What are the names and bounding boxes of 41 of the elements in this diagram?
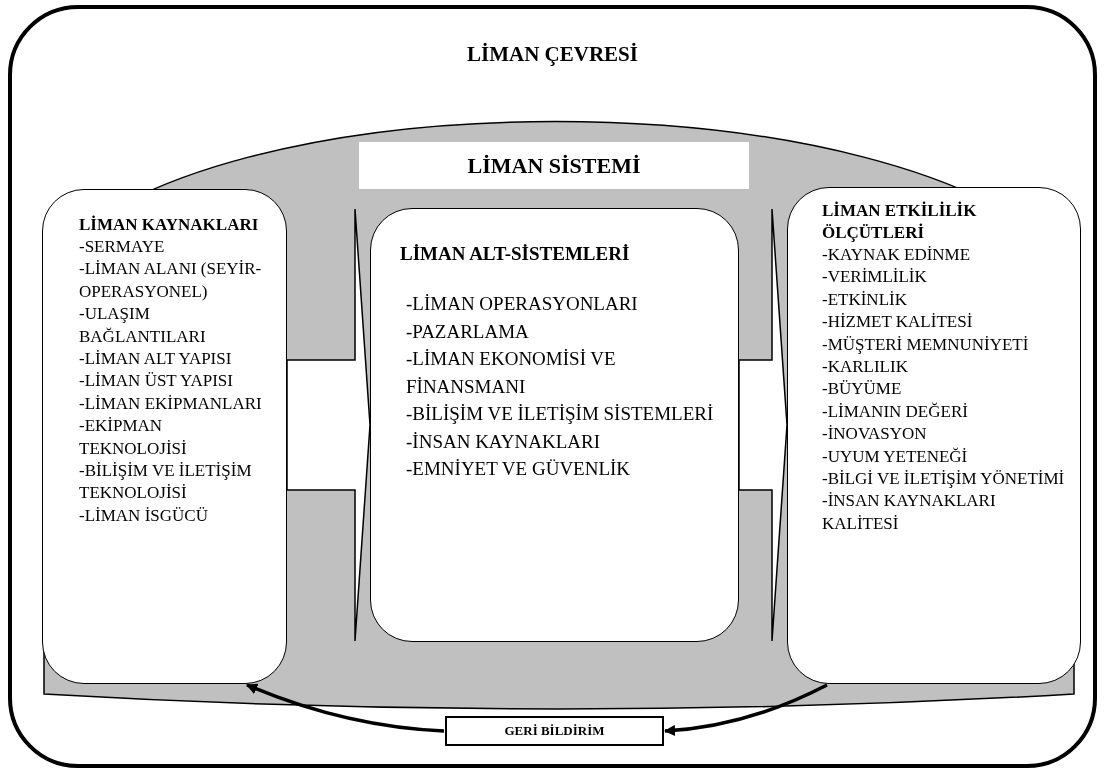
feedback-box: GERİ BİLDİRİM: [445, 716, 664, 746]
list-item: -İNSAN KAYNAKLARI: [406, 429, 602, 454]
feedback-arrow: [245, 683, 445, 733]
list-item: -LİMAN ÜST YAPISI: [79, 370, 234, 393]
list-item: -MÜŞTERİ MEMNUNİYETİ: [822, 333, 1030, 356]
list-item: -BİLİŞİM VE İLETİŞİM TEKNOLOJİSİ: [79, 460, 253, 505]
list-item: -PAZARLAMA: [406, 319, 530, 344]
frame-title: LİMAN ÇEVRESİ: [466, 41, 639, 68]
chevron-arrow: [286, 208, 371, 642]
list-item: -LİMAN OPERASYONLARI: [406, 292, 639, 316]
list-item: -BİLGİ VE İLETİŞİM YÖNETİMİ: [822, 468, 1066, 491]
subsystems-box: [370, 208, 739, 642]
list-item: -LİMAN ALT YAPISI: [79, 348, 233, 371]
list-item: -BÜYÜME: [822, 378, 903, 401]
system-title-banner: LİMAN SİSTEMİ: [359, 142, 749, 189]
list-item: -BİLİŞİM VE İLETİŞİM SİSTEMLERİ: [406, 402, 715, 426]
resources-box: [42, 189, 287, 684]
environment-frame: [8, 5, 1097, 768]
box-heading: LİMAN ALT-SİSTEMLERİ: [400, 242, 631, 266]
list-item: -UYUM YETENEĞİ: [822, 445, 969, 468]
list-item: -LİMAN ALANI (SEYİR-OPERASYONEL): [79, 258, 263, 303]
list-item: -İNOVASYON: [822, 423, 928, 446]
list-item: -LİMAN EKONOMİSİ VE FİNANSMANI: [406, 347, 617, 399]
list-item: -LİMAN EKİPMANLARI: [79, 392, 263, 415]
list-item: -VERİMLİLİK: [822, 266, 928, 289]
list-item: -KAYNAK EDİNME: [822, 244, 972, 266]
feedback-arrow: [663, 683, 828, 736]
list-item: -İNSAN KAYNAKLARI KALİTESİ: [822, 490, 997, 535]
chevron-arrow: [738, 208, 788, 642]
list-item: -EKİPMAN TEKNOLOJİSİ: [79, 415, 188, 460]
list-item: -KARLILIK: [822, 356, 909, 379]
list-item: -EMNİYET VE GÜVENLİK: [406, 457, 632, 481]
box-heading: LİMAN KAYNAKLARI: [79, 214, 260, 236]
list-item: -LİMANIN DEĞERİ: [822, 400, 969, 423]
list-item: -ETKİNLİK: [822, 288, 908, 311]
box-heading: LİMAN ETKİLİLİK ÖLÇÜTLERİ: [822, 200, 978, 244]
list-item: -LİMAN İSGÜCÜ: [79, 504, 209, 527]
criteria-box: [787, 187, 1081, 684]
list-item: -SERMAYE: [79, 236, 166, 258]
list-item: -HİZMET KALİTESİ: [822, 311, 974, 334]
list-item: -ULAŞIM BAĞLANTILARI: [79, 303, 207, 348]
